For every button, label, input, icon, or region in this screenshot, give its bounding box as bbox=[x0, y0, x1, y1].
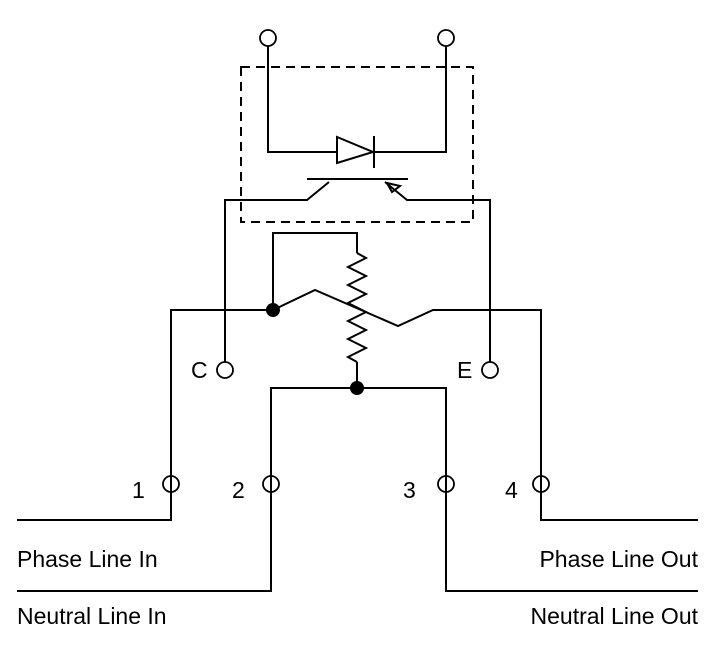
phase-line-out bbox=[540, 492, 698, 521]
potentiometer bbox=[272, 232, 369, 388]
terminal-c-label: C bbox=[191, 357, 208, 383]
phase-line-in-label: Phase Line In bbox=[17, 546, 158, 572]
neutral-bus bbox=[270, 387, 447, 476]
neutral-line-out bbox=[445, 492, 698, 592]
terminal-1-label: 1 bbox=[132, 477, 145, 503]
neutral-line-out-label: Neutral Line Out bbox=[531, 603, 699, 629]
neutral-line-in-label: Neutral Line In bbox=[17, 603, 167, 629]
phase-line-path bbox=[170, 288, 542, 476]
pot-top-loop bbox=[272, 232, 358, 310]
emitter-wire bbox=[384, 181, 491, 362]
neutral-line-in bbox=[17, 492, 272, 592]
terminal-3-label: 3 bbox=[403, 477, 416, 503]
junction-neutral bbox=[350, 381, 364, 395]
diode-cathode-wire bbox=[374, 46, 447, 153]
junction-phase bbox=[266, 303, 280, 317]
terminal-e[interactable] bbox=[481, 361, 499, 379]
input-terminal-right[interactable] bbox=[437, 29, 455, 47]
phase-line-out-label: Phase Line Out bbox=[539, 546, 698, 572]
terminal-c[interactable] bbox=[216, 361, 234, 379]
optocoupler-enclosure bbox=[240, 66, 474, 223]
collector-wire bbox=[224, 181, 330, 362]
diode-anode-wire bbox=[267, 46, 337, 153]
terminal-2-label: 2 bbox=[232, 477, 245, 503]
diode-triangle bbox=[336, 135, 376, 165]
terminal-4-label: 4 bbox=[505, 477, 518, 503]
phase-line-in bbox=[17, 492, 172, 521]
terminal-e-label: E bbox=[457, 357, 472, 383]
transistor bbox=[224, 178, 491, 362]
input-terminal-left[interactable] bbox=[259, 29, 277, 47]
diode-circuit bbox=[267, 46, 447, 168]
emitter-arrow-icon bbox=[385, 181, 403, 194]
